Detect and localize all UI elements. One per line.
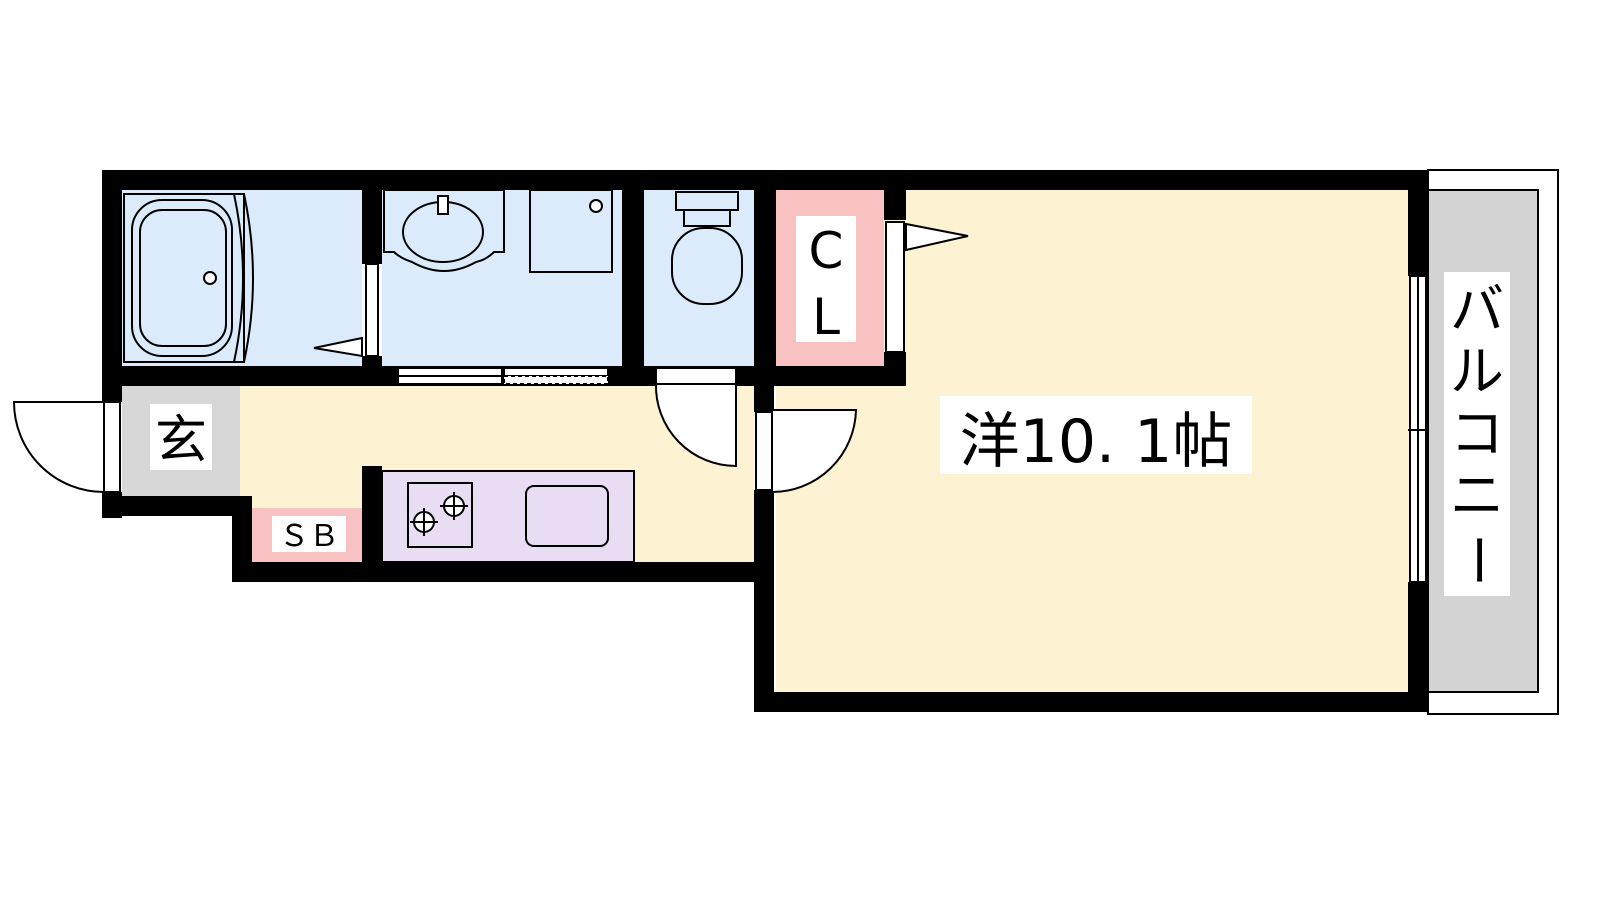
balcony-label-bg: [1444, 272, 1510, 596]
balcony-char-2: ル: [1450, 340, 1504, 403]
bath-door-arrow: [313, 336, 363, 358]
western-room-label-bg: [940, 396, 1252, 474]
entrance-label-bg: [150, 404, 212, 470]
closet-label-bg: [796, 216, 856, 342]
washing-machine-space: [529, 189, 613, 273]
toilet-fixture: [671, 191, 743, 305]
door-swings: [12, 383, 858, 494]
balcony-char-4: ニ: [1450, 464, 1504, 527]
balcony-char-5: ー: [1446, 533, 1509, 587]
toilet-door-swing: [654, 383, 737, 468]
bathtub: [123, 193, 254, 363]
closet-label-c: C: [809, 222, 844, 280]
closet-door-arrow: [905, 222, 969, 252]
washbasin: [383, 189, 505, 272]
shoe-box-label: ＳＢ: [279, 519, 339, 554]
balcony-char-1: バ: [1450, 278, 1504, 341]
western-room-label: 洋10. 1帖: [960, 407, 1233, 477]
entrance-door-swing: [12, 401, 105, 494]
closet-label-l: L: [812, 288, 840, 346]
kitchen-sink: [525, 485, 609, 547]
balcony-char-3: コ: [1450, 402, 1504, 465]
stove: [407, 482, 473, 548]
room-door-swing: [771, 409, 858, 494]
shoe-box-label-bg: [272, 516, 346, 552]
entrance-label: 玄: [155, 411, 207, 471]
